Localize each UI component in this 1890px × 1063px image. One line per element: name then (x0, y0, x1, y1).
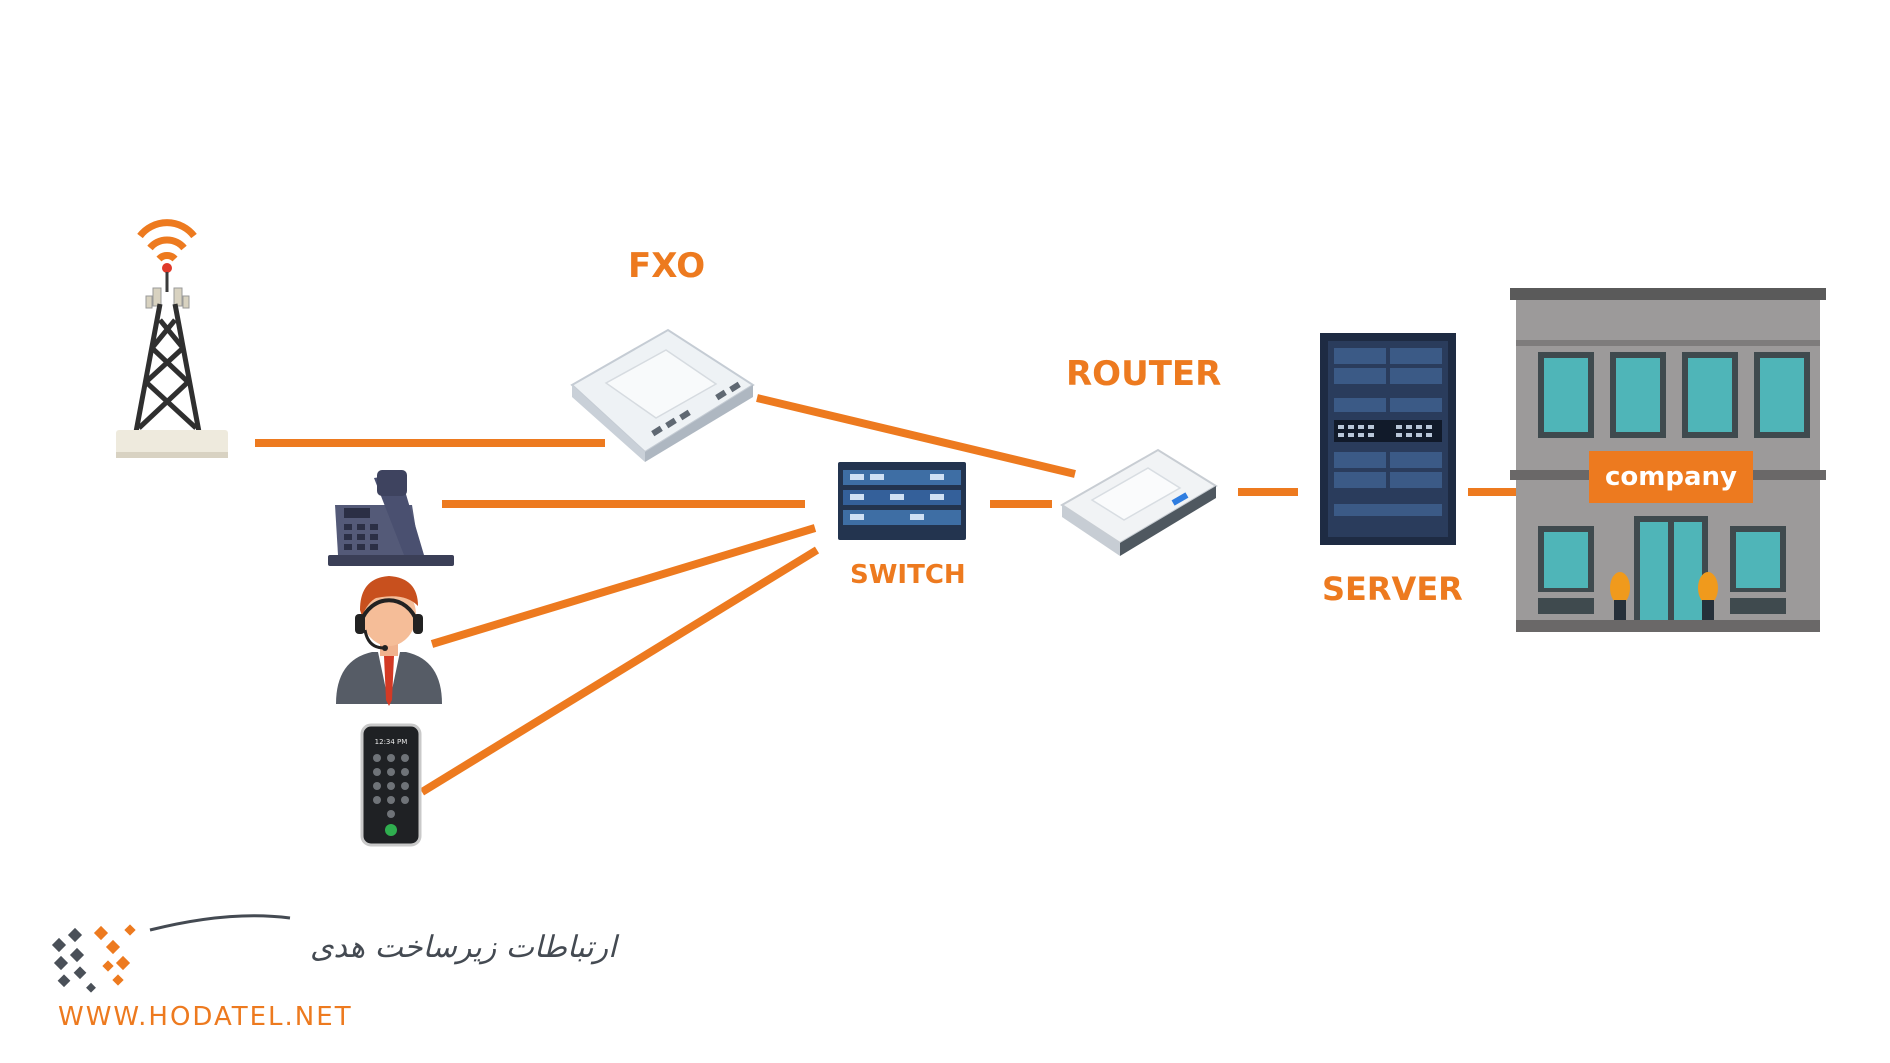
mobile-phone-icon: 12:34 PM (360, 723, 422, 847)
fxo-label: FXO (628, 246, 706, 286)
company-logo-icon (51, 914, 291, 993)
company-label: company (1589, 451, 1753, 503)
desk-phone-icon (328, 470, 454, 566)
operator-icon (336, 576, 442, 706)
fxo-gateway-icon (570, 328, 755, 462)
cell-tower-icon (116, 219, 228, 458)
company-building-icon (1510, 288, 1826, 632)
switch-icon (838, 462, 966, 540)
phone-clock: 12:34 PM (375, 738, 408, 746)
line-mobile-switch (419, 546, 820, 796)
server-rack-icon (1320, 333, 1456, 545)
router-label: ROUTER (1066, 354, 1222, 394)
logo-text: ارتباطات زیرساخت هدی (310, 930, 617, 965)
connection-lines (255, 394, 1525, 796)
server-label: SERVER (1322, 570, 1463, 608)
line-operator-switch (430, 524, 817, 648)
switch-label: SWITCH (850, 560, 966, 590)
website-link[interactable]: WWW.HODATEL.NET (58, 1002, 353, 1032)
line-fxo-router (756, 394, 1076, 478)
router-icon (1060, 448, 1218, 556)
